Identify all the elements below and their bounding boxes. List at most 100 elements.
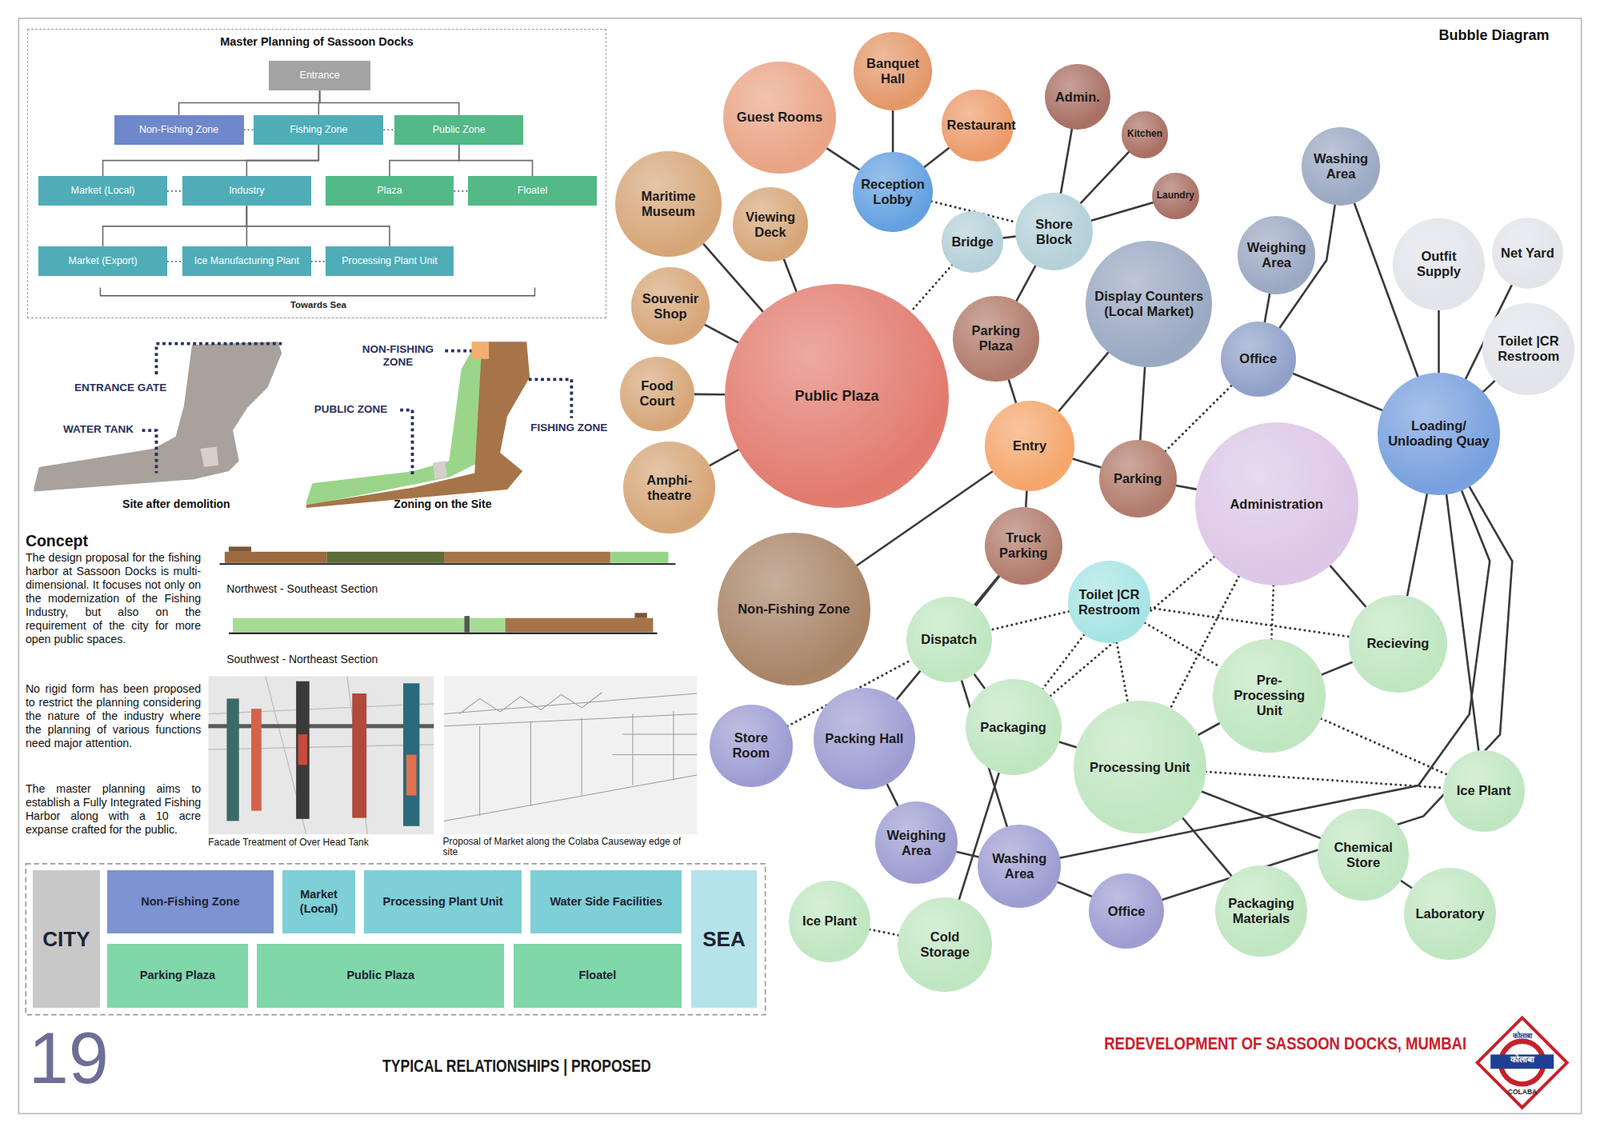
connector [1407,493,1428,596]
annotation: NON-FISHING ZONE [352,343,444,369]
annotation: WATER TANK [63,423,134,436]
zoning-frame [25,864,765,1016]
bubble: Office [1088,873,1164,949]
node-label: Processing Unit [1089,760,1191,776]
node-label: Market (Local) [286,888,352,916]
site-plan-demolition [33,341,282,492]
tree-box: Industry [182,176,312,206]
node-label: Office [1239,351,1277,367]
annotation: कोलाबा [1492,1032,1554,1041]
dotted-connector [453,190,468,192]
sheet-border [18,18,1581,1114]
bubble: Laboratory [1404,868,1496,960]
node-label: SEA [702,927,745,952]
bubble: Parking Plaza [952,296,1040,383]
bubble: Net Yard [1492,217,1564,289]
annotation: PUBLIC ZONE [314,403,388,416]
bracket [100,288,535,296]
node-label: Toilet |CR Restroom [1074,587,1145,618]
node-label: Bridge [951,234,993,250]
node-label: Viewing Deck [740,209,802,240]
connector [1401,880,1413,888]
annotation: Site after demolition [122,497,231,512]
bubble: Chemical Store [1317,808,1410,901]
annotation: Towards Sea [256,300,380,312]
node-label: Public Zone [432,124,486,136]
dotted-connector [911,264,953,312]
node-label: Outfit Supply [1399,248,1479,280]
node-label: Parking Plaza [140,968,216,983]
bubble: Toilet |CR Restroom [1482,303,1575,396]
node-label: Restaurant [947,117,1009,133]
connector [459,144,533,177]
node-label: Packaging Materials [1221,896,1301,927]
dotted-connector [1320,719,1447,775]
connector [103,205,248,247]
annotation: REDEVELOPMENT OF SASSOON DOCKS, MUMBAI [1104,1033,1467,1055]
leader-lines [142,344,572,478]
bubble: Non-Fishing Zone [717,532,871,686]
connector [956,852,980,857]
zone-block: Market (Local) [282,870,356,934]
tree-box: Market (Local) [38,176,168,206]
connector [887,784,898,807]
annotation: The master planning aims to establish a … [25,782,201,837]
connector [320,90,460,116]
connector [1058,352,1108,412]
connector [1321,662,1352,676]
bubble: Loading/ Unloading Quay [1377,372,1500,496]
node-label: Market (Local) [71,184,136,197]
node-label: Pre-Processing Unit [1220,672,1318,719]
connector [924,147,950,168]
node-label: Floatel [517,184,548,197]
zone-block: Water Side Facilities [530,870,682,934]
node-label: Truck Parking [991,530,1056,561]
tree-box: Ice Manufacturing Plant [182,246,312,276]
node-label: Toilet |CR Restroom [1488,333,1568,364]
connector [179,90,320,116]
bubble: Toilet |CR Restroom [1068,560,1152,644]
bubble: Admin. [1044,64,1111,130]
bubble: Washing Area [1301,127,1380,206]
node-label: Entry [1012,438,1047,454]
tree-box: Non-Fishing Zone [114,115,244,145]
node-label: Chemical Store [1324,840,1404,871]
bubble: Viewing Deck [732,187,808,263]
bubble: Display Counters (Local Market) [1085,240,1212,368]
tree-box: Entrance [268,60,370,91]
bubble: Packing Hall [813,688,916,791]
node-label: Ice Plant [802,913,857,929]
annotation: COLABA [1492,1088,1554,1096]
connector [826,148,860,170]
bubble: Ice Plant [1443,750,1525,832]
node-label: Washing Area [1308,151,1373,182]
bubble: Truck Parking [984,507,1064,586]
connector [1080,152,1129,204]
node-label: Fishing Zone [289,124,348,136]
node-label: Kitchen [1127,128,1163,140]
connector [1446,494,1479,751]
dotted-connector [244,129,255,132]
bubble: Guest Rooms [723,61,836,174]
tree-box: Fishing Zone [253,115,384,145]
connector [974,674,985,689]
bubble: Shore Block [1015,192,1094,272]
bubble: Banquet Hall [853,32,932,111]
bubble: Dispatch [906,596,992,683]
connector [1140,367,1145,440]
dotted-connector [167,190,183,192]
connector [709,449,739,466]
node-label: Amphi- theatre [629,472,709,504]
connector [892,110,895,152]
bubble: Laundry [1152,172,1200,220]
connector [1292,373,1382,411]
annotation: Concept [25,532,88,551]
frame-heading: Master Planning of Sassoon Docks [28,35,605,48]
annotation: Proposal of Market along the Colaba Caus… [443,836,699,857]
dotted-connector [869,929,900,936]
node-label: Laboratory [1415,906,1484,922]
connector [1091,202,1153,221]
bubble: Kitchen [1121,111,1169,159]
node-label: Ice Plant [1456,783,1512,799]
connector [694,393,724,396]
